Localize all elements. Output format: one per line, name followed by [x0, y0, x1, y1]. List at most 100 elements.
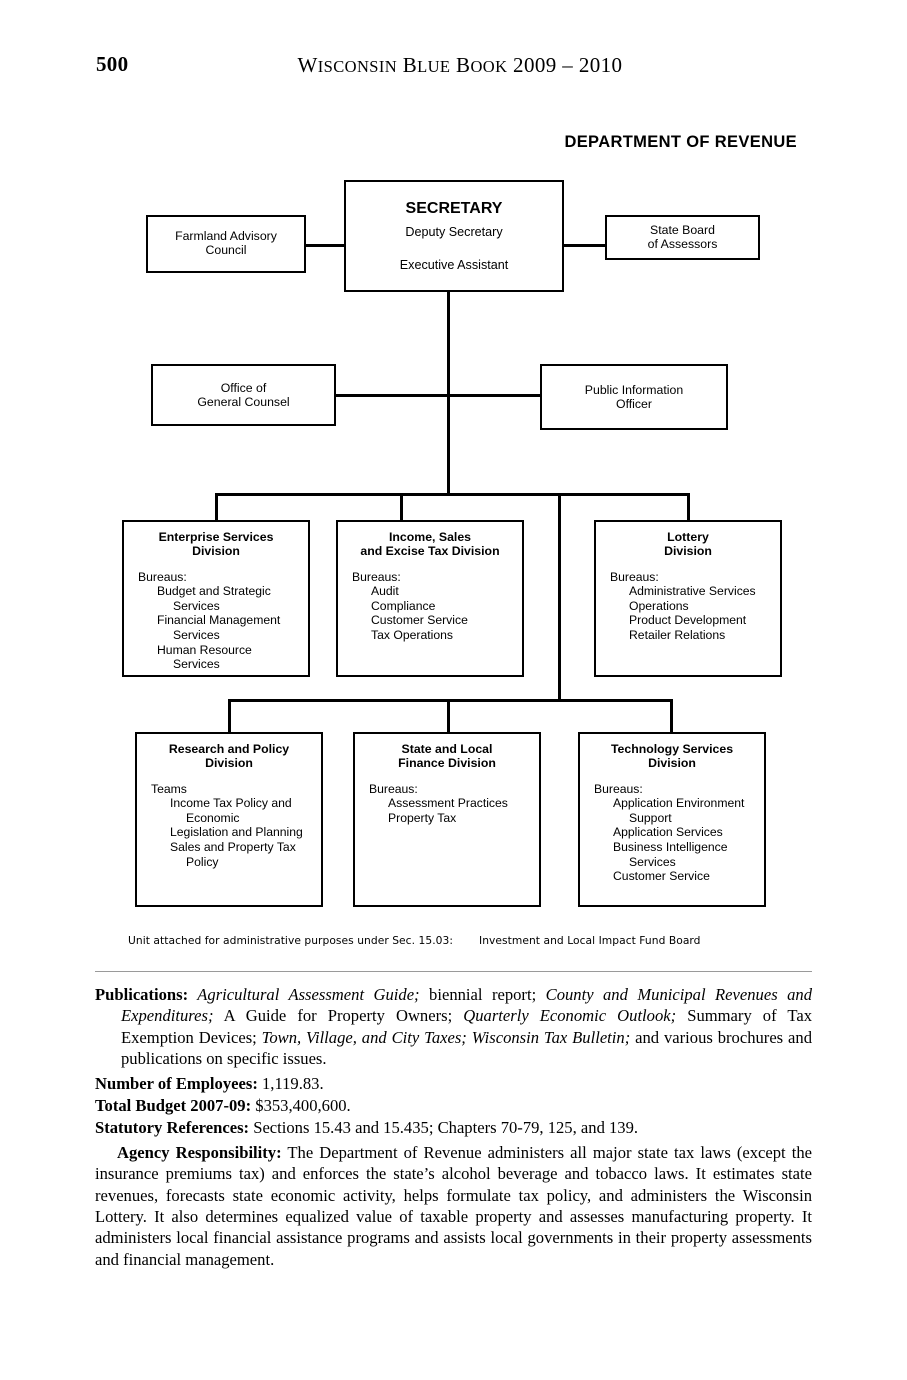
division-heading-line2: Division: [648, 755, 696, 770]
division-heading-line2: Division: [664, 543, 712, 558]
list-item: Legislation and Planning: [170, 825, 303, 840]
list-item: Tax Operations: [371, 627, 453, 642]
division-heading-line1: Enterprise Services: [158, 530, 274, 544]
list-item-main: Application Environment: [613, 796, 745, 811]
connector-spine-main: [447, 291, 450, 495]
budget-label: Total Budget 2007-09:: [95, 1096, 252, 1116]
list-item-main: Income Tax Policy and: [170, 796, 292, 811]
list-item: Retailer Relations: [629, 627, 726, 642]
agency-responsibility-paragraph: Agency Responsibility: The Department of…: [95, 1142, 812, 1270]
employees-label: Number of Employees:: [95, 1073, 258, 1093]
node-lottery-division[interactable]: Lottery Division Bureaus: Administrative…: [594, 520, 782, 677]
division-heading-line2: Division: [205, 755, 253, 770]
list-item-cont: Services: [173, 657, 220, 672]
list-item-cont: Support: [629, 810, 672, 825]
list-item-cont: Policy: [186, 854, 219, 869]
secretary-title: SECRETARY: [405, 200, 503, 217]
node-public-information-officer[interactable]: Public Information Officer: [540, 364, 728, 430]
list-item-main: Financial Management: [157, 613, 281, 628]
employees-paragraph: Number of Employees: 1,119.83.: [95, 1073, 812, 1094]
deputy-secretary-label: Deputy Secretary: [405, 225, 503, 239]
list-item: Assessment Practices: [388, 796, 508, 811]
statutory-references-paragraph: Statutory References: Sections 15.43 and…: [95, 1117, 812, 1138]
state-board-line2: of Assessors: [647, 236, 718, 251]
list-item: Application Services: [613, 825, 723, 840]
list-item-cont: Services: [173, 627, 220, 642]
list-item-cont: Economic: [186, 810, 240, 825]
division-heading-line1: State and Local: [401, 742, 493, 756]
division-list-label: Teams: [151, 781, 187, 796]
book-title: WISCONSIN BLUE BOOK 2009 – 2010: [297, 53, 623, 77]
node-farmland-advisory-council[interactable]: Farmland Advisory Council: [146, 215, 306, 273]
connector-bus-row3: [215, 493, 690, 496]
public-information-line1: Public Information: [584, 383, 684, 397]
connector-state-board: [563, 244, 607, 247]
publications-value: Agricultural Assessment Guide; biennial …: [121, 985, 813, 1069]
node-income-sales-and-excise-tax-division[interactable]: Income, Sales and Excise Tax Division Bu…: [336, 520, 524, 677]
list-item-main: Budget and Strategic: [157, 584, 271, 599]
chart-footnote-label: Unit attached for administrative purpose…: [128, 934, 454, 947]
division-heading-line1: Technology Services: [610, 742, 734, 756]
division-heading-line2: Finance Division: [398, 755, 496, 770]
connector-drop-enterprise: [215, 493, 218, 520]
list-item: Audit: [371, 584, 399, 599]
list-item: Customer Service: [613, 869, 710, 884]
organization-chart: DEPARTMENT OF REVENUE Farmland Advisory …: [122, 133, 797, 947]
page-number: 500: [96, 52, 129, 76]
chart-footnote-value: Investment and Local Impact Fund Board: [479, 934, 701, 947]
division-list-label: Bureaus:: [369, 781, 418, 796]
budget-value: $353,400,600.: [251, 1096, 351, 1116]
connector-public-information: [447, 394, 542, 397]
list-item: Operations: [629, 598, 689, 613]
agency-value: The Department of Revenue administers al…: [95, 1142, 812, 1269]
body-text: Publications: Agricultural Assessment Gu…: [95, 984, 812, 1270]
node-technology-services-division[interactable]: Technology Services Division Bureaus: Ap…: [578, 732, 766, 907]
division-item-list: Assessment Practices Property Tax: [369, 796, 539, 825]
list-item: Administrative Services: [629, 584, 756, 599]
connector-drop-technology: [670, 699, 673, 732]
node-secretary[interactable]: SECRETARY Deputy Secretary Executive Ass…: [344, 180, 564, 292]
node-enterprise-services-division[interactable]: Enterprise Services Division Bureaus: Bu…: [122, 520, 310, 677]
division-item-list: Audit Compliance Customer Service Tax Op…: [352, 584, 522, 642]
publications-label: Publications:: [95, 985, 189, 1004]
node-state-and-local-finance-division[interactable]: State and Local Finance Division Bureaus…: [353, 732, 541, 907]
department-title: DEPARTMENT OF REVENUE: [564, 133, 797, 151]
chart-footnote: Unit attached for administrative purpose…: [128, 934, 701, 947]
executive-assistant-label: Executive Assistant: [399, 257, 509, 272]
statutory-label: Statutory References:: [95, 1118, 250, 1138]
division-list-label: Bureaus:: [138, 569, 187, 584]
statutory-value: Sections 15.43 and 15.435; Chapters 70-7…: [249, 1118, 639, 1138]
division-item-list: Administrative Services Operations Produ…: [610, 584, 780, 642]
running-head: 500 WISCONSIN BLUE BOOK 2009 – 2010: [0, 52, 907, 80]
node-research-and-policy-division[interactable]: Research and Policy Division Teams Incom…: [135, 732, 323, 907]
connector-drop-research: [228, 699, 231, 732]
division-heading-line1: Lottery: [667, 530, 709, 544]
connector-general-counsel: [336, 394, 449, 397]
public-information-line2: Officer: [616, 396, 652, 411]
list-item-cont: Services: [173, 598, 220, 613]
general-counsel-line1: Office of: [220, 381, 267, 395]
division-list-label: Bureaus:: [594, 781, 643, 796]
farmland-council-line1: Farmland Advisory: [175, 229, 277, 243]
employees-value: 1,119.83.: [257, 1073, 324, 1093]
node-state-board-of-assessors[interactable]: State Board of Assessors: [605, 215, 760, 260]
list-item: Product Development: [629, 613, 747, 628]
division-list-label: Bureaus:: [610, 569, 659, 584]
list-item: Property Tax: [388, 810, 457, 825]
connector-spine-row4: [558, 493, 561, 701]
node-office-of-general-counsel[interactable]: Office of General Counsel: [151, 364, 336, 426]
list-item: Compliance: [371, 598, 436, 613]
list-item-main: Sales and Property Tax: [170, 839, 296, 854]
publications-paragraph: Publications: Agricultural Assessment Gu…: [95, 984, 812, 1070]
connector-bus-row4: [228, 699, 672, 702]
connector-farmland: [305, 244, 347, 247]
division-list-label: Bureaus:: [352, 569, 401, 584]
